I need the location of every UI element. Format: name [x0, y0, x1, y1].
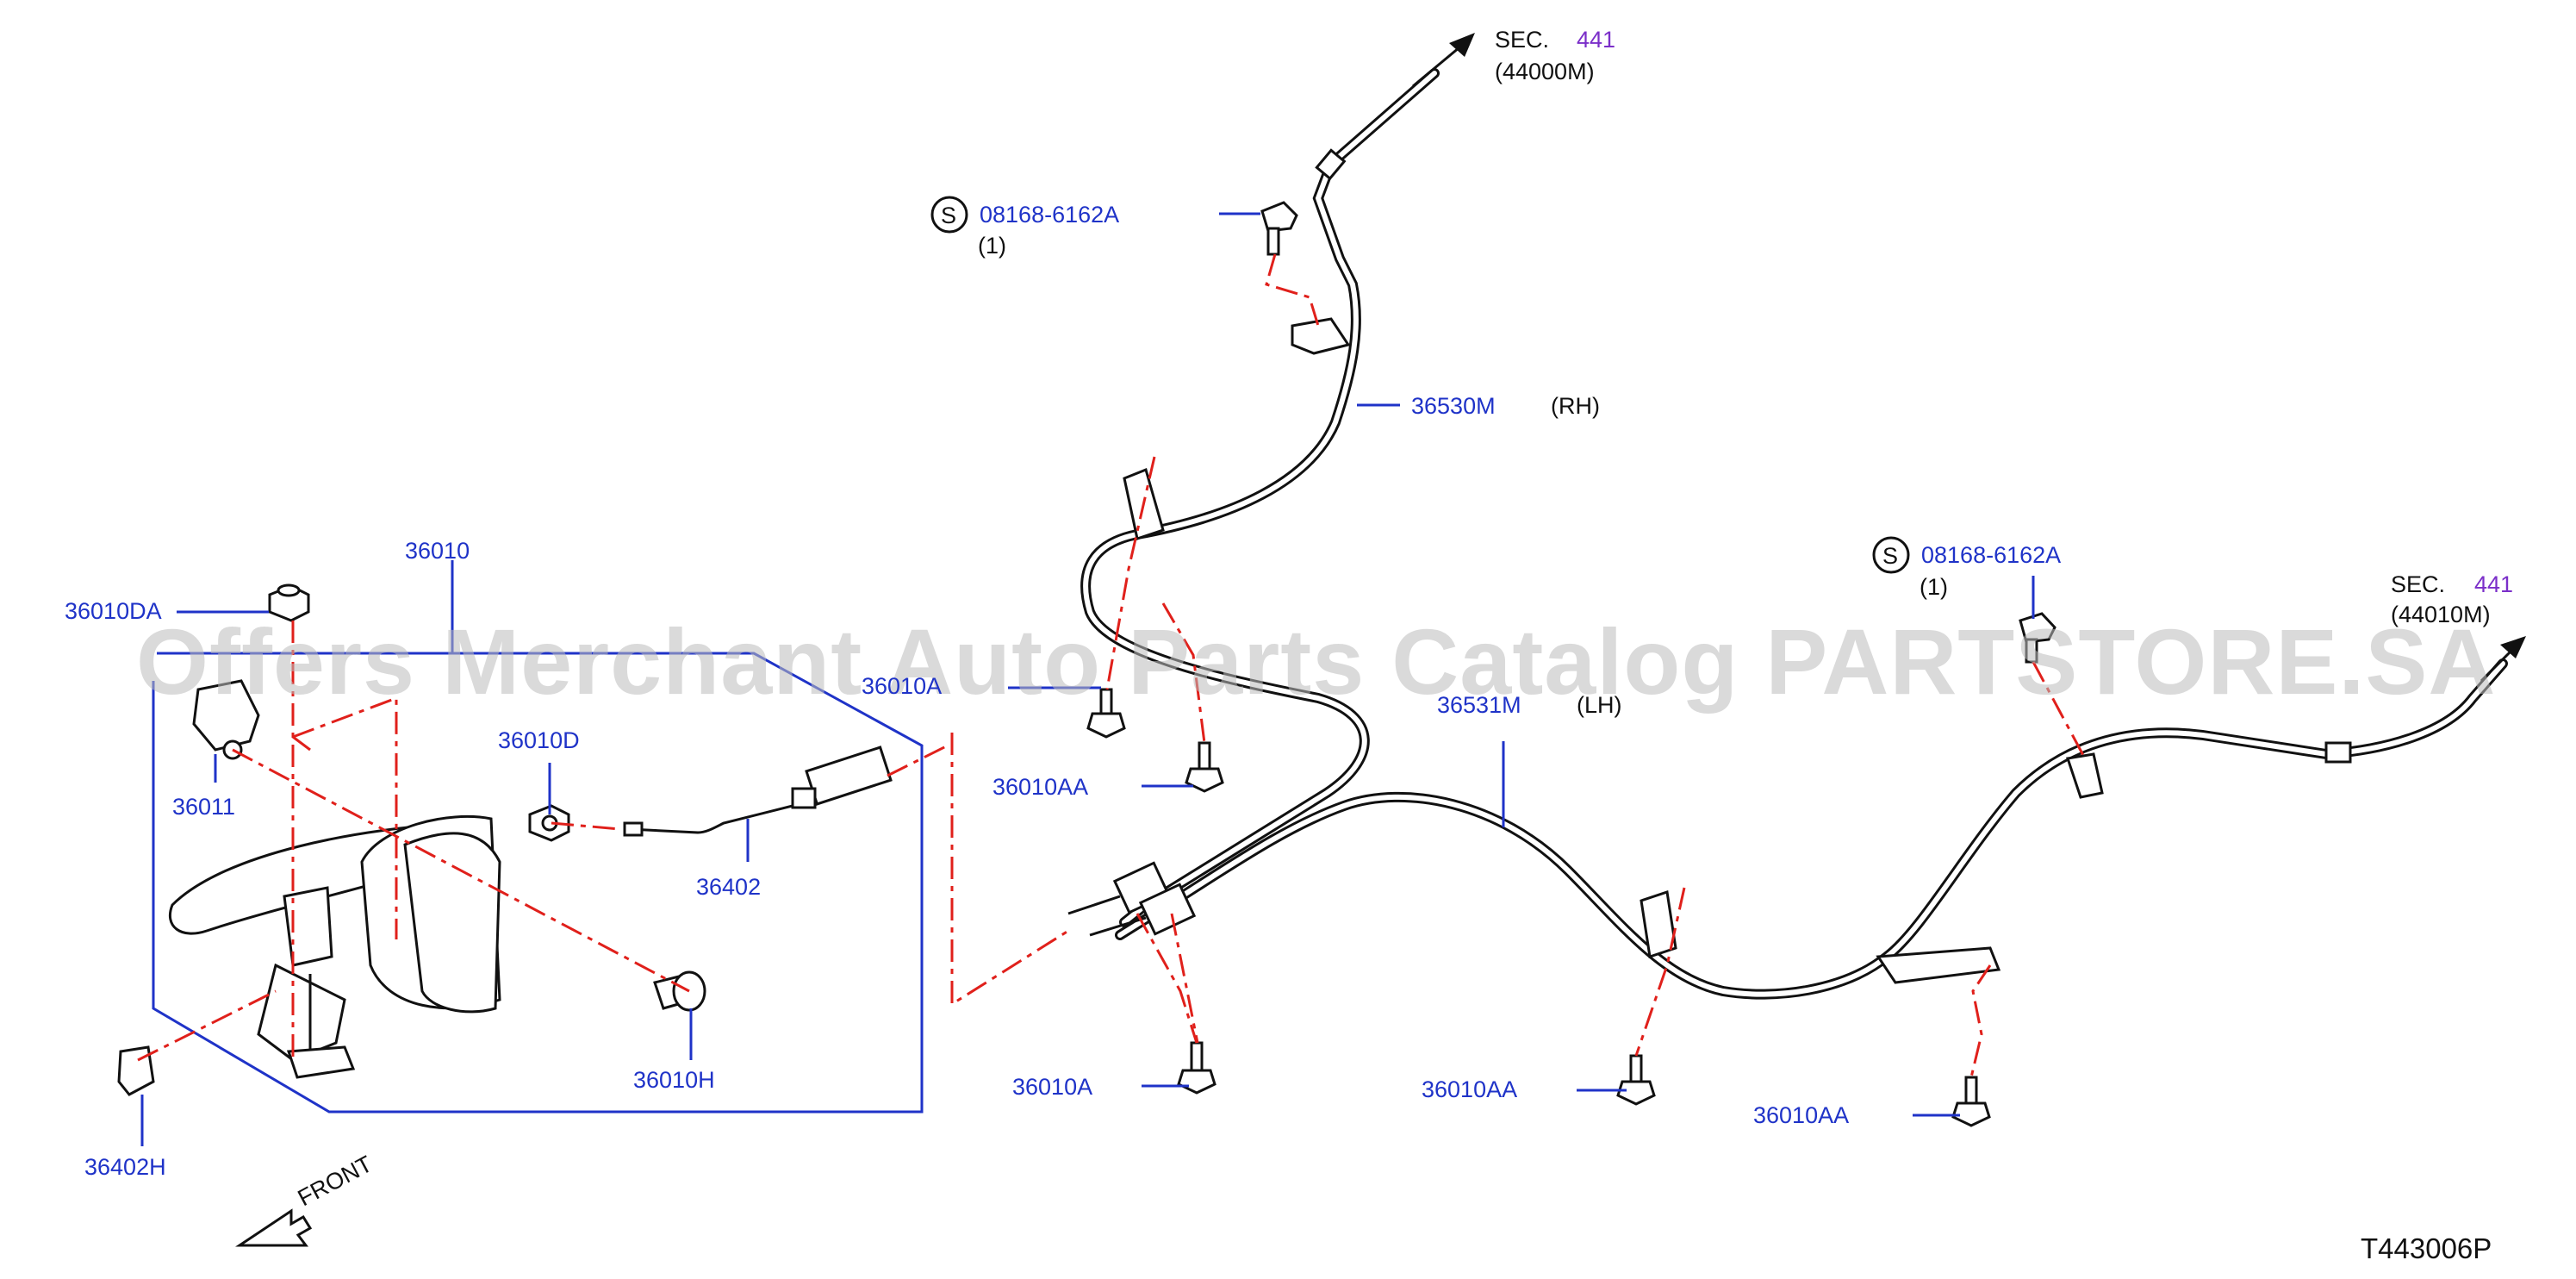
part-label-36530m[interactable]: 36530M — [1411, 393, 1496, 419]
bolt-36010aa-center — [1616, 1054, 1656, 1106]
part-label-36010aa-right[interactable]: 36010AA — [1753, 1102, 1849, 1128]
qty-right: (1) — [1920, 574, 1948, 600]
lh-bracket-right — [1876, 946, 2001, 984]
s-symbol — [930, 196, 968, 234]
bolt-36010a-top — [1086, 688, 1126, 739]
part-label-08168-6162a-right[interactable]: 08168-6162A — [1921, 542, 2061, 568]
part-label-36010a-bottom[interactable]: 36010A — [1012, 1074, 1092, 1100]
svg-text:SEC.: SEC. — [2391, 571, 2445, 597]
rh-cable-36530m — [1080, 68, 1440, 927]
part-label-36531m[interactable]: 36531M — [1437, 692, 1521, 718]
bolt-ref-top: S 08168-6162A (1) — [930, 196, 1119, 259]
grommet-36010d — [528, 804, 570, 842]
sec-441-rh[interactable]: 441 — [1577, 27, 1615, 53]
part-label-36010[interactable]: 36010 — [405, 538, 470, 564]
side-label-rh: (RH) — [1551, 393, 1600, 419]
front-arrow: FRONT — [235, 1151, 376, 1247]
rh-bracket — [1291, 317, 1351, 355]
rh-fitting — [1315, 148, 1347, 181]
part-label-36010da[interactable]: 36010DA — [65, 598, 162, 624]
lever-bracket — [283, 886, 333, 967]
sec-ref-lh[interactable]: SEC. 441 (44010M) — [2391, 571, 2513, 627]
part-label-36011[interactable]: 36011 — [172, 794, 235, 820]
side-label-lh: (LH) — [1577, 692, 1622, 718]
part-label-36402h[interactable]: 36402H — [84, 1154, 166, 1180]
parking-brake-lever-assembly — [168, 815, 501, 1079]
bolt-08168-right — [2019, 612, 2056, 664]
lh-cable-36531m — [1115, 658, 2508, 1000]
clip-36010h — [653, 970, 706, 1012]
watermark: Offers Merchant Auto Parts Catalog PARTS… — [136, 609, 2496, 714]
sec-arrow-lh — [2480, 636, 2526, 683]
sec-arrow-rh — [1412, 33, 1475, 88]
svg-text:(44000M): (44000M) — [1495, 59, 1595, 84]
assembly-frame — [152, 652, 924, 1114]
svg-text:SEC.: SEC. — [1495, 27, 1549, 53]
svg-text:S: S — [1882, 543, 1898, 569]
nut-36010da — [268, 583, 310, 622]
switch-36011 — [192, 679, 260, 760]
lever-base — [286, 1045, 356, 1079]
part-label-36402[interactable]: 36402 — [696, 874, 761, 900]
bolt-36010aa-right — [1951, 1076, 1991, 1127]
sec-ref-rh[interactable]: SEC. 441 (44000M) — [1495, 27, 1615, 84]
part-label-36010a-top[interactable]: 36010A — [862, 673, 942, 699]
part-label-36010h[interactable]: 36010H — [633, 1067, 715, 1093]
svg-text:S: S — [941, 203, 956, 228]
lh-bracket-center — [1640, 890, 1677, 958]
qty-top: (1) — [978, 233, 1006, 259]
front-label: FRONT — [294, 1151, 376, 1211]
leader-lines — [140, 212, 2035, 1146]
alignment-lines — [137, 253, 2087, 1078]
equalizer-fittings — [1067, 861, 1197, 937]
s-symbol — [1872, 536, 1910, 574]
cover-36402h — [117, 1045, 155, 1096]
lh-fitting — [2324, 741, 2352, 764]
part-label-36010aa-mid[interactable]: 36010AA — [992, 774, 1088, 800]
lh-bracket-upper — [2066, 752, 2104, 799]
part-label-36010aa-center[interactable]: 36010AA — [1422, 1076, 1517, 1102]
part-label-08168-6162a-top[interactable]: 08168-6162A — [980, 202, 1119, 228]
bolt-36010aa-mid — [1185, 741, 1224, 793]
sec-441-lh[interactable]: 441 — [2474, 571, 2513, 597]
bolt-08168-top — [1260, 201, 1298, 256]
diagram-code: T443006P — [2361, 1232, 2492, 1264]
harness-36402 — [623, 746, 893, 837]
part-label-36010d[interactable]: 36010D — [498, 727, 580, 753]
bolt-ref-right: S 08168-6162A (1) — [1872, 536, 2061, 600]
svg-text:(44010M): (44010M) — [2391, 602, 2491, 627]
